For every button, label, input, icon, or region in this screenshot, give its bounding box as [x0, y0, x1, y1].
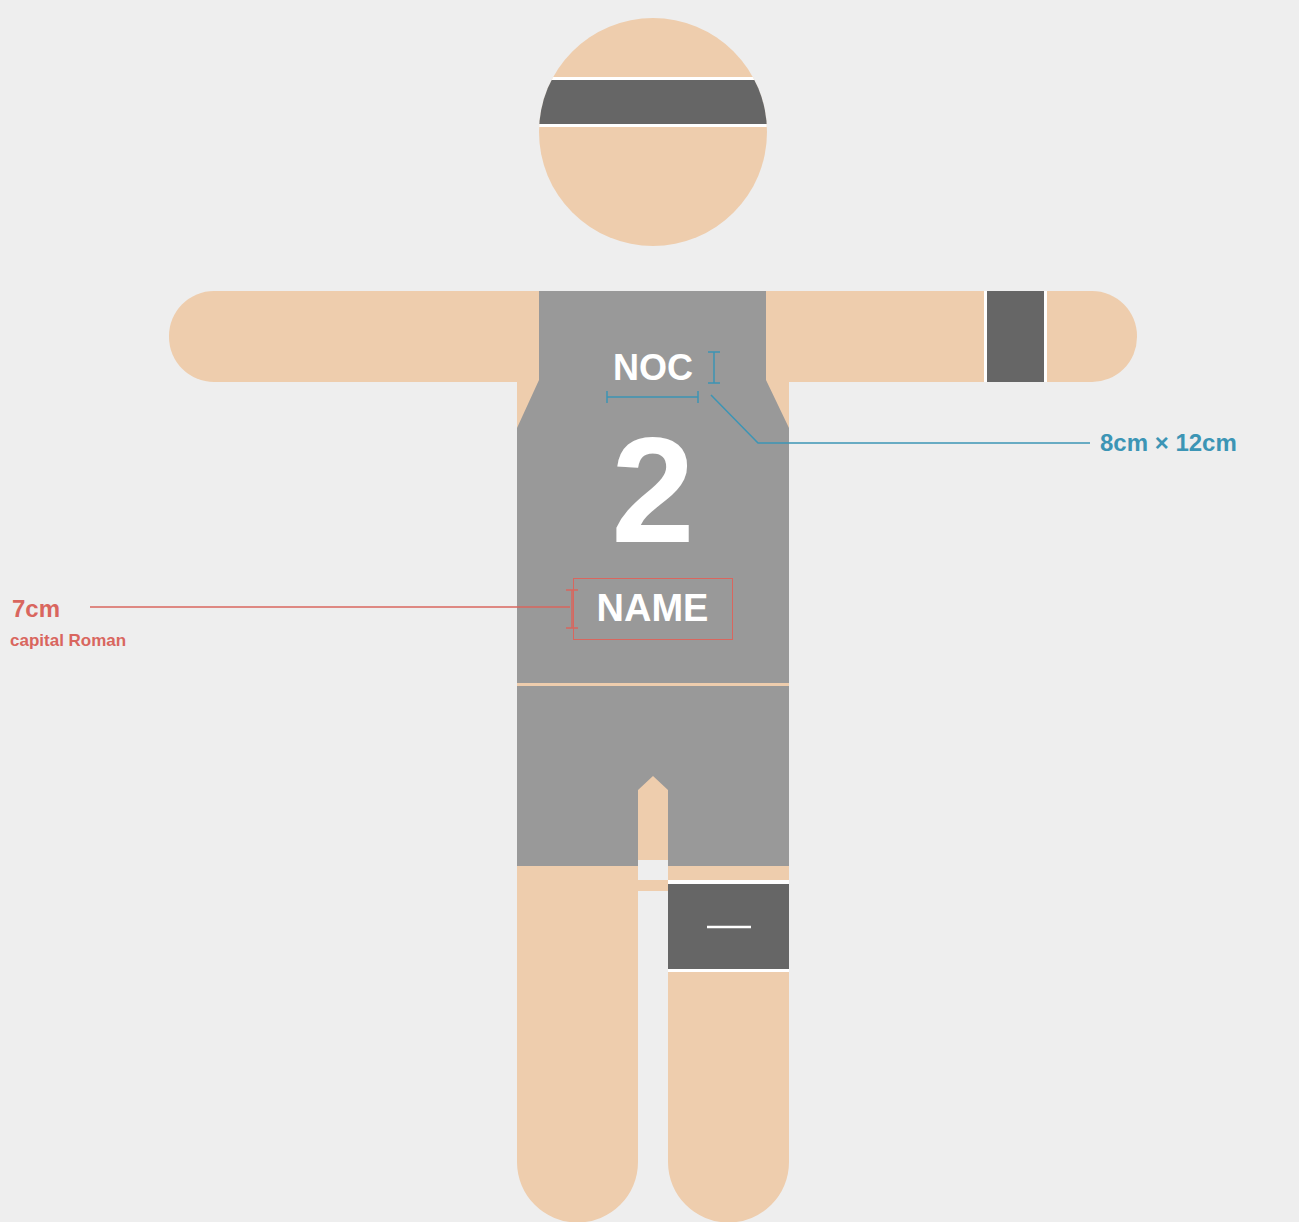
leg-gap — [638, 860, 668, 880]
thigh-band — [668, 884, 789, 969]
number-text: 2 — [611, 415, 694, 565]
name-text: NAME — [597, 589, 709, 627]
noc-text: NOC — [613, 350, 693, 386]
left-leg — [517, 860, 638, 1222]
thigh-band-mark — [707, 926, 751, 929]
dimension-label: 8cm × 12cm — [1100, 431, 1237, 455]
note-label: capital Roman — [10, 632, 126, 649]
shorts — [517, 686, 789, 866]
torso — [517, 291, 789, 891]
dimension-label: 7cm — [12, 597, 60, 621]
head — [539, 18, 767, 246]
wristband-edge — [984, 291, 1047, 382]
headband — [530, 77, 780, 127]
jersey-front: NOC 2NAME — [517, 291, 789, 683]
name-dimension — [90, 590, 578, 628]
wristband — [987, 291, 1044, 382]
name-box: NAME — [573, 578, 733, 640]
jersey — [517, 291, 789, 683]
thigh-band-edge — [668, 880, 789, 972]
right-leg — [668, 860, 789, 1222]
